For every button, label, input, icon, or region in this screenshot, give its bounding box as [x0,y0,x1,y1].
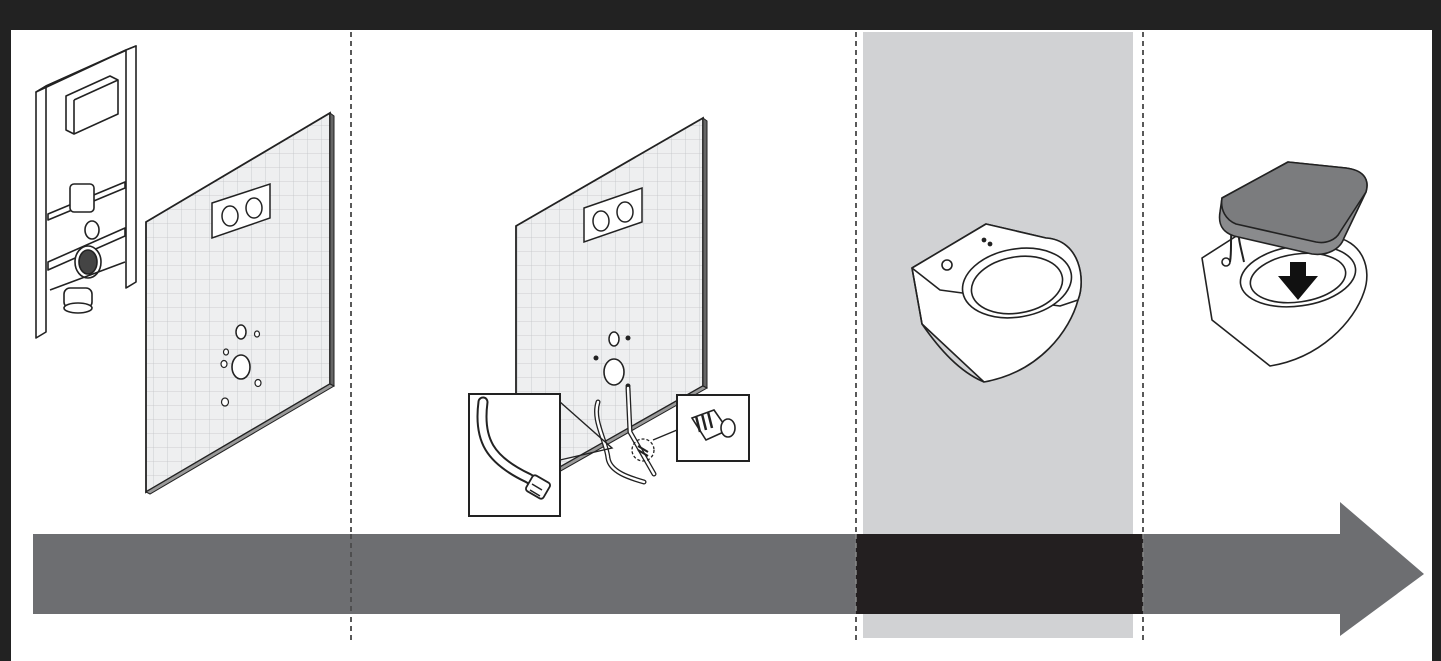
tiled-wall-panel-icon [146,113,334,494]
process-timeline-arrow [33,502,1424,636]
frame-left-bar [0,0,11,661]
step-1-illustration [36,46,334,494]
installation-frame-icon [36,46,136,338]
frame-right-bar [1432,0,1441,661]
timeline-arrow-highlight-segment [856,534,1143,614]
frame-top-bar [0,0,1441,30]
timeline-arrow-body [33,502,1424,636]
step-2-illustration [469,118,749,516]
step-4-illustration [1202,162,1367,366]
